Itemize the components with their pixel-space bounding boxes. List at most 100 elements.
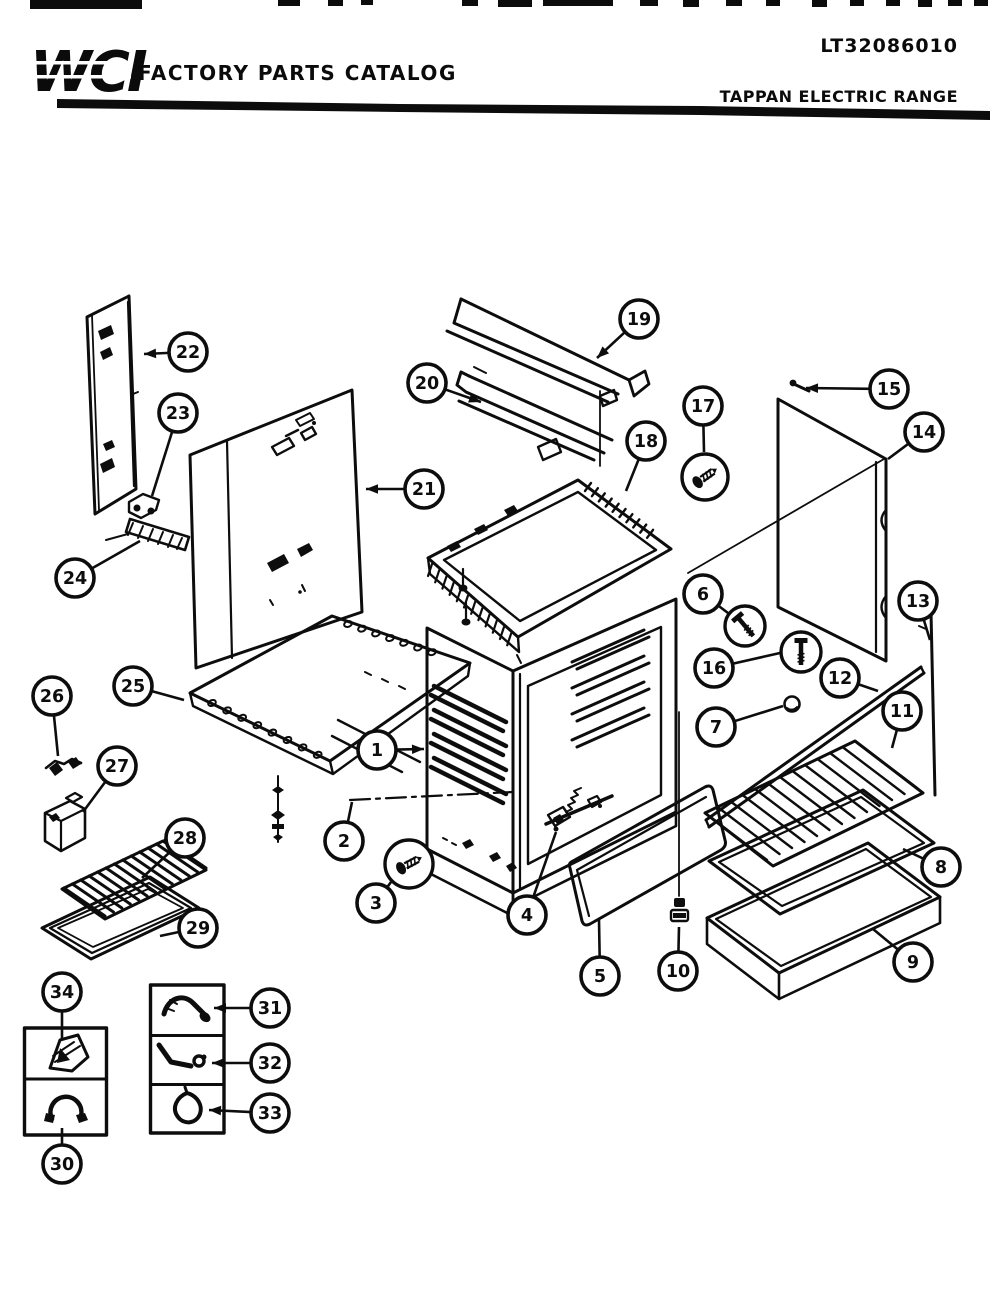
part-slide-rail	[105, 517, 191, 552]
callout-circle	[819, 657, 861, 699]
part-hinge-bracket	[127, 492, 161, 520]
callout-number: 16	[702, 659, 726, 679]
leader-arrowhead	[212, 1058, 224, 1068]
part-wedge-clip	[48, 1033, 90, 1073]
callout-number: 27	[105, 757, 129, 777]
callout-number: 1	[371, 741, 383, 761]
part-door-latch	[544, 787, 614, 832]
callout-5: 5	[579, 919, 621, 997]
callout-circle	[682, 573, 724, 615]
callout-number: 25	[121, 677, 145, 697]
callout-31: 31	[214, 987, 291, 1029]
wci-logo: WCI	[30, 40, 147, 105]
callout-circle	[177, 907, 219, 949]
callout-circle	[897, 580, 939, 622]
part-cabinet-body	[348, 597, 678, 918]
bolt-icon	[731, 611, 756, 638]
leader-arrowhead	[209, 1105, 222, 1116]
callout-22: 22	[143, 331, 209, 373]
callout-33: 33	[208, 1092, 291, 1134]
part-trim-rod	[918, 610, 937, 797]
callout-number: 9	[907, 953, 919, 973]
leader-line	[597, 919, 601, 958]
leader-line	[677, 926, 681, 953]
leader-line	[732, 651, 781, 666]
part-broiler-pan	[705, 841, 942, 1001]
callout-13: 13	[897, 580, 939, 641]
callout-number: 17	[691, 397, 715, 417]
callout-circle	[892, 941, 934, 983]
callout-29: 29	[159, 907, 219, 949]
base-pan-holes	[207, 620, 437, 759]
callout-circle	[249, 1042, 291, 1084]
part-main-top	[426, 478, 673, 664]
leader-line	[857, 682, 879, 693]
part-broil-grid	[60, 838, 208, 921]
callout-number: 28	[173, 829, 197, 849]
callout-9: 9	[872, 927, 934, 983]
leader-line	[887, 442, 910, 461]
callout-6: 6	[682, 573, 729, 615]
callout-19: 19	[596, 298, 660, 359]
callout-circle	[249, 1092, 291, 1134]
leader-arrowhead	[366, 484, 378, 494]
part-rear-channel-lower	[455, 366, 614, 462]
leader-arrowhead	[468, 393, 481, 403]
part-broiler-insert	[707, 788, 936, 916]
callout-32: 32	[212, 1042, 291, 1084]
legend-box-left	[22, 1026, 109, 1137]
callout-20: 20	[406, 362, 482, 404]
callout-number: 8	[935, 858, 947, 878]
part-horseshoe-clip	[44, 1094, 88, 1123]
callout-number: 20	[415, 374, 439, 394]
callout-circle	[625, 420, 667, 462]
callout-number: 4	[521, 906, 533, 926]
leader-line	[922, 618, 932, 641]
callout-number: 22	[176, 343, 200, 363]
part-hole-plug	[783, 695, 801, 713]
callout-circle	[618, 298, 660, 340]
scan-artifacts	[30, 0, 988, 9]
callout-number: 7	[710, 718, 722, 738]
callout-circle	[157, 392, 199, 434]
callout-4: 4	[506, 831, 558, 936]
part-access-panel	[567, 784, 727, 927]
callout-circle	[249, 987, 291, 1029]
callout-number: 11	[890, 702, 914, 722]
screw-icon	[692, 468, 717, 489]
leader-line	[872, 927, 900, 951]
bolt-icon-detail	[723, 604, 767, 648]
callout-26: 26	[31, 675, 73, 757]
callout-34: 34	[41, 971, 83, 1040]
callout-number: 19	[627, 310, 651, 330]
part-lever-arm	[161, 995, 211, 1023]
callout-number: 26	[40, 687, 64, 707]
callout-7: 7	[695, 704, 784, 748]
callout-number: 24	[63, 569, 87, 589]
callout-17: 17	[682, 385, 724, 453]
callout-30: 30	[41, 1128, 83, 1185]
leader-line	[717, 604, 729, 615]
logo-stripe	[27, 61, 131, 65]
header: WCI FACTORY PARTS CATALOG LT32086010 TAP…	[25, 35, 990, 120]
callout-circle	[506, 894, 548, 936]
callout-number: 23	[166, 404, 190, 424]
callout-28: 28	[141, 817, 206, 879]
document-number: LT32086010	[820, 35, 958, 57]
product-line-title: TAPPAN ELECTRIC RANGE	[720, 87, 958, 106]
screw-icon-detail	[680, 452, 730, 502]
leader-line	[890, 729, 899, 749]
callout-number: 5	[594, 967, 606, 987]
callout-circle	[657, 950, 699, 992]
callout-circle	[31, 675, 73, 717]
callout-12: 12	[819, 657, 879, 699]
bolt-icon-detail	[779, 630, 823, 674]
callout-circle	[881, 690, 923, 732]
logo-stripe	[25, 75, 131, 79]
callout-number: 3	[370, 894, 382, 914]
callout-number: 13	[906, 592, 930, 612]
screw-icon	[396, 855, 422, 875]
callout-number: 6	[697, 585, 709, 605]
part-clip	[44, 757, 83, 776]
